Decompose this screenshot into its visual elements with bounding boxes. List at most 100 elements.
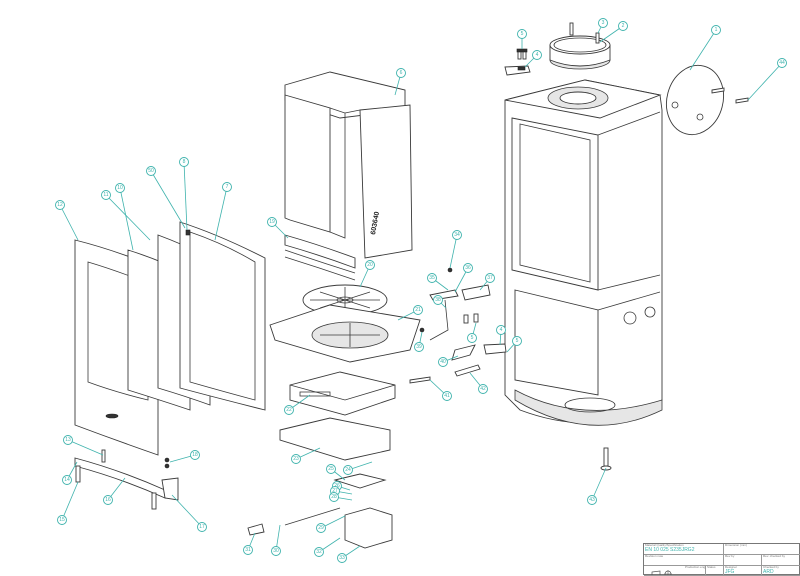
- leader-line: [119, 187, 134, 251]
- callout-number: 5: [521, 31, 524, 37]
- callout-bubble: [316, 523, 326, 533]
- callout-number: 41: [444, 393, 450, 399]
- door-bottom-bar: [74, 449, 179, 510]
- leader-line: [67, 439, 104, 456]
- callout-bubble: [438, 357, 448, 367]
- leader-line: [449, 234, 458, 269]
- leader-line: [591, 467, 607, 501]
- callout-bubble: [413, 305, 423, 315]
- leader-line: [214, 186, 228, 241]
- callout-6: 6: [394, 68, 406, 96]
- callout-number: 44: [779, 60, 785, 66]
- leader-line: [171, 494, 203, 528]
- revision-cell: Revision note: [644, 555, 724, 566]
- callout-36: 36: [454, 263, 473, 293]
- callout-number: 36: [465, 265, 471, 271]
- callout-28: 28: [329, 492, 353, 502]
- callout-25: 25: [326, 464, 346, 481]
- callout-11: 11: [101, 190, 151, 241]
- callout-bubble: [326, 464, 336, 474]
- callout-17: 17: [171, 494, 207, 532]
- rev-checked-cell: Rev. checked by: [762, 555, 800, 566]
- callout-bubble: [291, 454, 301, 464]
- rev-checked-label: Rev. checked by: [763, 555, 785, 558]
- callout-4: 4: [496, 325, 506, 346]
- callout-40: 40: [438, 355, 459, 367]
- callout-bubble: [62, 475, 72, 485]
- callout-50: 50: [146, 166, 186, 229]
- callout-33: 33: [337, 545, 361, 563]
- leader-line: [61, 481, 79, 521]
- callout-bubble: [598, 18, 608, 28]
- leader-line: [689, 29, 717, 71]
- leader-line: [747, 62, 783, 101]
- callout-number: 35: [429, 275, 435, 281]
- callout-number: 23: [293, 456, 299, 462]
- callout-number: 26: [334, 483, 340, 489]
- callout-20: 20: [359, 260, 375, 288]
- material-label: Material Quality/Specification: [645, 544, 684, 547]
- callout-number: 3: [602, 20, 605, 26]
- callout-4: 4: [524, 50, 542, 68]
- status-label: Status: [707, 566, 716, 569]
- dimension-label: Dimension (mm): [725, 544, 748, 547]
- designer-value: JFG: [725, 569, 735, 575]
- callout-number: 42: [480, 386, 486, 392]
- material-value: EN 10 025 S235JRG2: [645, 547, 695, 553]
- callout-29: 29: [316, 515, 346, 533]
- callout-number: 31: [245, 547, 251, 553]
- callout-number: 11: [103, 192, 108, 198]
- callout-number: 28: [331, 494, 337, 500]
- callout-number: 2: [622, 23, 625, 29]
- callout-42: 42: [469, 372, 488, 394]
- leader-line: [183, 161, 188, 231]
- callout-bubble: [337, 553, 347, 563]
- callout-15: 15: [57, 481, 79, 525]
- callout-number: 1: [715, 27, 718, 33]
- callout-number: 10: [117, 185, 123, 191]
- callout-32: 32: [314, 537, 341, 557]
- callout-bubble: [587, 495, 597, 505]
- bolts-5-top: [516, 48, 528, 60]
- callout-31: 31: [243, 532, 256, 555]
- callout-bubble: [711, 25, 721, 35]
- callout-number: 40: [440, 359, 446, 365]
- checked-label: Checked by: [763, 566, 779, 569]
- callout-bubble: [478, 384, 488, 394]
- liner-stamp: 603640: [370, 211, 381, 235]
- callout-43: 43: [587, 467, 607, 505]
- callout-bubble: [452, 230, 462, 240]
- callout-12: 12: [55, 200, 79, 241]
- callout-bubble: [271, 546, 281, 556]
- callout-23: 23: [291, 447, 321, 464]
- rev-by-label: Rev by: [725, 555, 735, 558]
- dimension-cell: Dimension (mm): [724, 544, 800, 555]
- title-block: Material Quality/Specification EN 10 025…: [643, 543, 800, 576]
- callout-number: 25: [328, 466, 334, 472]
- callout-1: 1: [689, 25, 721, 71]
- callout-number: 39: [416, 344, 422, 350]
- door-inner-panel: [179, 221, 266, 411]
- callout-bubble: [190, 450, 200, 460]
- callout-number: 20: [367, 262, 373, 268]
- callout-number: 14: [64, 477, 70, 483]
- callout-39: 39: [414, 331, 424, 352]
- callout-5: 5: [467, 322, 477, 343]
- callout-bubble: [197, 522, 207, 532]
- callout-bubble: [179, 157, 189, 167]
- callout-21: 21: [397, 305, 423, 321]
- callout-bubble: [267, 217, 277, 227]
- callout-bubble: [467, 333, 477, 343]
- callout-7: 7: [214, 182, 232, 241]
- callout-number: 7: [226, 184, 229, 190]
- callout-number: 15: [59, 517, 65, 523]
- callout-bubble: [314, 547, 324, 557]
- adjustable-foot: [600, 447, 612, 471]
- callout-bubble: [103, 495, 113, 505]
- bracket-4-top: [504, 65, 531, 76]
- callout-10: 10: [115, 183, 134, 251]
- callout-bubble: [485, 273, 495, 283]
- callout-bubble: [57, 515, 67, 525]
- callout-bubble: [433, 295, 443, 305]
